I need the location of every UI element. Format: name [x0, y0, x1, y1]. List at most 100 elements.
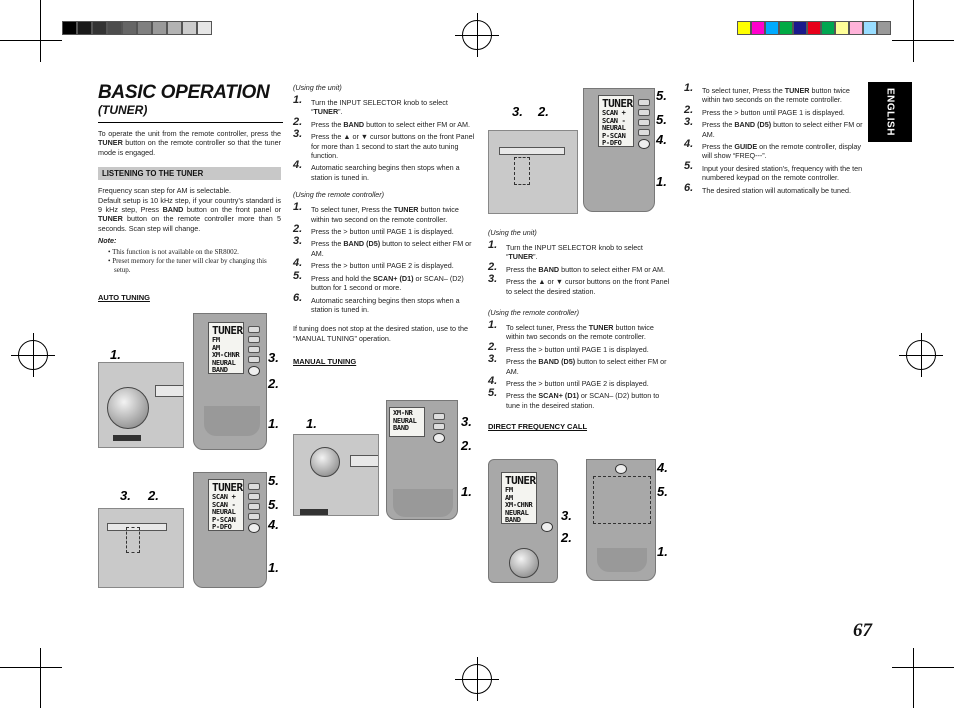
step-number: 2.: [488, 340, 498, 353]
step-number: 1.: [488, 239, 498, 251]
step-marker: 2.: [538, 104, 549, 119]
crop-mark: [40, 0, 41, 62]
step-item: 4.Press the GUIDE on the remote controll…: [684, 138, 861, 161]
color-swatch: [849, 21, 863, 35]
color-swatch: [751, 21, 765, 35]
step-number: 3.: [293, 128, 303, 141]
intro-text: To operate the unit from the remote cont…: [98, 129, 281, 157]
crop-mark: [0, 667, 62, 668]
remote-illustration: TUNER FM AM XM-CHNR NEURAL BAND: [193, 313, 267, 450]
step-item: 6.The desired station will automatically…: [684, 181, 852, 195]
step-marker: 5.: [656, 112, 667, 127]
step-number: 3.: [684, 116, 694, 129]
auto-tuning-hint: If tuning does not stop at the desired s…: [293, 324, 469, 343]
registration-mark: [455, 657, 499, 701]
color-swatch: [765, 21, 779, 35]
note-list: • This function is not available on the …: [98, 248, 281, 275]
step-marker: 3.: [268, 350, 279, 365]
step-marker: 5.: [268, 473, 279, 488]
step-item: 1.To select tuner, Press the TUNER butto…: [488, 319, 654, 342]
step-marker: 1.: [110, 347, 121, 362]
step-marker: 2.: [148, 488, 159, 503]
receiver-front-panel-illustration: [98, 362, 184, 448]
step-number: 4.: [293, 159, 303, 172]
step-marker: 2.: [461, 438, 472, 453]
gray-swatch: [92, 21, 107, 35]
step-marker: 2.: [561, 530, 572, 545]
gray-swatch: [137, 21, 152, 35]
remote-keypad-illustration: [586, 459, 656, 581]
remote-illustration: TUNER FM AM XM-CHNR NEURAL BAND: [488, 459, 558, 583]
using-unit-label: (Using the unit): [488, 228, 537, 237]
step-item: 4.Press the > button until PAGE 2 is dis…: [488, 375, 649, 389]
step-item: 3.Press the ▲ or ▼ cursor buttons on the…: [293, 128, 475, 161]
step-item: 3.Press the ▲ or ▼ cursor buttons on the…: [488, 273, 670, 296]
step-marker: 3.: [512, 104, 523, 119]
step-marker: 5.: [268, 497, 279, 512]
crop-mark: [913, 648, 914, 708]
step-number: 1.: [293, 94, 303, 106]
section-heading-direct-frequency-call: DIRECT FREQUENCY CALL: [488, 422, 588, 432]
step-number: 5.: [488, 387, 498, 400]
step-number: 2.: [684, 103, 694, 116]
registration-mark: [899, 333, 943, 377]
step-item: 2.Press the > button until PAGE 1 is dis…: [293, 223, 454, 237]
page-number: 67: [853, 620, 872, 641]
scan-step-detail: Default setup is 10 kHz step, if your co…: [98, 195, 281, 233]
using-remote-label: (Using the remote controller): [293, 190, 385, 200]
remote-illustration: TUNER SCAN + SCAN - NEURAL P-SCAN P-DFO: [193, 472, 267, 588]
step-number: 2.: [293, 223, 303, 236]
step-item: 3.Press the BAND (D5) button to select e…: [293, 235, 472, 258]
step-number: 5.: [684, 159, 694, 172]
remote-illustration: TUNER SCAN + SCAN - NEURAL P-SCAN P-DFO: [583, 88, 655, 212]
step-marker: 4.: [268, 517, 279, 532]
crop-mark: [892, 40, 954, 41]
step-marker: 4.: [657, 460, 668, 475]
gray-swatch: [62, 21, 77, 35]
step-marker: 3.: [120, 488, 131, 503]
gray-swatch: [77, 21, 92, 35]
step-number: 6.: [293, 291, 303, 304]
step-marker: 1.: [656, 174, 667, 189]
gray-swatch: [122, 21, 137, 35]
step-item: 1.To select tuner, Press the TUNER butto…: [684, 82, 850, 105]
step-item: 5.Press the SCAN+ (D1) or SCAN– (D2) but…: [488, 387, 660, 410]
step-item: 3.Press the BAND (D5) button to select e…: [488, 353, 667, 376]
section-heading-manual-tuning: MANUAL TUNING: [293, 357, 357, 367]
step-number: 1.: [293, 201, 303, 214]
step-number: 4.: [293, 257, 303, 270]
step-number: 4.: [488, 375, 498, 388]
step-marker: 1.: [268, 560, 279, 575]
step-marker: 1.: [306, 416, 317, 431]
page-title: BASIC OPERATION: [98, 82, 270, 103]
step-marker: 1.: [657, 544, 668, 559]
crop-mark: [892, 667, 954, 668]
step-item: 3.Press the BAND (D5) button to select e…: [684, 116, 863, 139]
step-marker: 4.: [656, 132, 667, 147]
step-item: 2.Press the BAND button to select either…: [488, 260, 665, 274]
gray-swatch: [182, 21, 197, 35]
step-marker: 3.: [561, 508, 572, 523]
step-marker: 5.: [657, 484, 668, 499]
step-item: 1.Turn the INPUT SELECTOR knob to select…: [293, 94, 448, 117]
gray-swatch: [167, 21, 182, 35]
step-item: 6.Automatic searching begins then stops …: [293, 291, 460, 314]
remote-illustration: XM-NR NEURAL BAND: [386, 400, 458, 520]
color-swatch: [779, 21, 793, 35]
crop-mark: [0, 40, 62, 41]
step-number: 1.: [488, 319, 498, 332]
step-number: 1.: [684, 82, 694, 94]
color-swatch: [793, 21, 807, 35]
step-number: 6.: [684, 181, 694, 194]
step-number: 2.: [293, 115, 303, 128]
gray-swatch: [107, 21, 122, 35]
color-swatch: [821, 21, 835, 35]
crop-mark: [40, 648, 41, 708]
step-marker: 1.: [461, 484, 472, 499]
using-remote-label: (Using the remote controller): [488, 308, 580, 318]
note-item: • Preset memory for the tuner will clear…: [108, 257, 267, 275]
language-tab: ENGLISH: [868, 82, 912, 142]
step-item: 2.Press the > button until PAGE 1 is dis…: [488, 340, 649, 354]
step-number: 3.: [293, 235, 303, 248]
page-subtitle: (TUNER): [98, 103, 148, 117]
